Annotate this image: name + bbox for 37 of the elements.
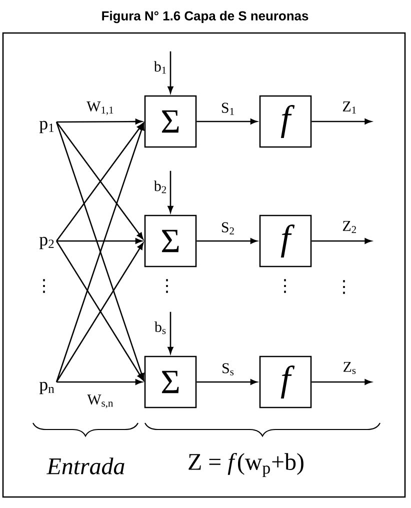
arrow: [56, 238, 142, 244]
arrow: [196, 379, 258, 385]
arrow: [56, 118, 142, 124]
vertical-ellipsis: ⋮: [43, 279, 45, 293]
function-box: f: [259, 356, 312, 408]
edge-label: Z$_{2}$: [342, 221, 356, 233]
arrow: [168, 51, 174, 94]
sum-box: Σ: [144, 95, 197, 148]
edge-label: W$_{s,n}$: [87, 394, 114, 408]
function-box: f: [259, 214, 312, 268]
input-label: p$_{1}$: [39, 120, 54, 134]
edge-label: b$_{s}$: [154, 322, 166, 334]
vertical-ellipsis: ⋮: [343, 280, 345, 294]
edge-label: S$_{1}$: [222, 102, 234, 115]
edge-label: Z$_{s}$: [344, 362, 356, 374]
arrow: [168, 170, 174, 213]
function-box: f: [259, 95, 312, 148]
arrow: [312, 379, 372, 385]
sum-box: Σ: [144, 214, 197, 268]
arrow: [312, 118, 372, 124]
edge-label: W$_{1,1}$: [86, 102, 114, 116]
input-label: p$_{n}$: [39, 382, 54, 394]
edge-label: b$_{1}$: [154, 61, 166, 74]
arrow: [56, 379, 142, 385]
arrow: [312, 238, 372, 244]
edge-label: S$_{s}$: [222, 363, 234, 376]
formula: Z = f(w$_{p}$+b): [188, 452, 304, 478]
edge-label: Z$_{1}$: [342, 102, 356, 114]
title: Figura N° 1.6 Capa de S neuronas: [102, 10, 308, 24]
input-label: p$_{2}$: [39, 236, 54, 250]
edge-label: b$_{2}$: [154, 180, 166, 194]
caption-text: Entrada: [46, 458, 124, 474]
arrow: [168, 312, 174, 354]
edge-label: S$_{2}$: [222, 222, 234, 234]
arrow: [196, 118, 258, 124]
arrow: [196, 238, 258, 244]
sum-box: Σ: [144, 356, 197, 408]
